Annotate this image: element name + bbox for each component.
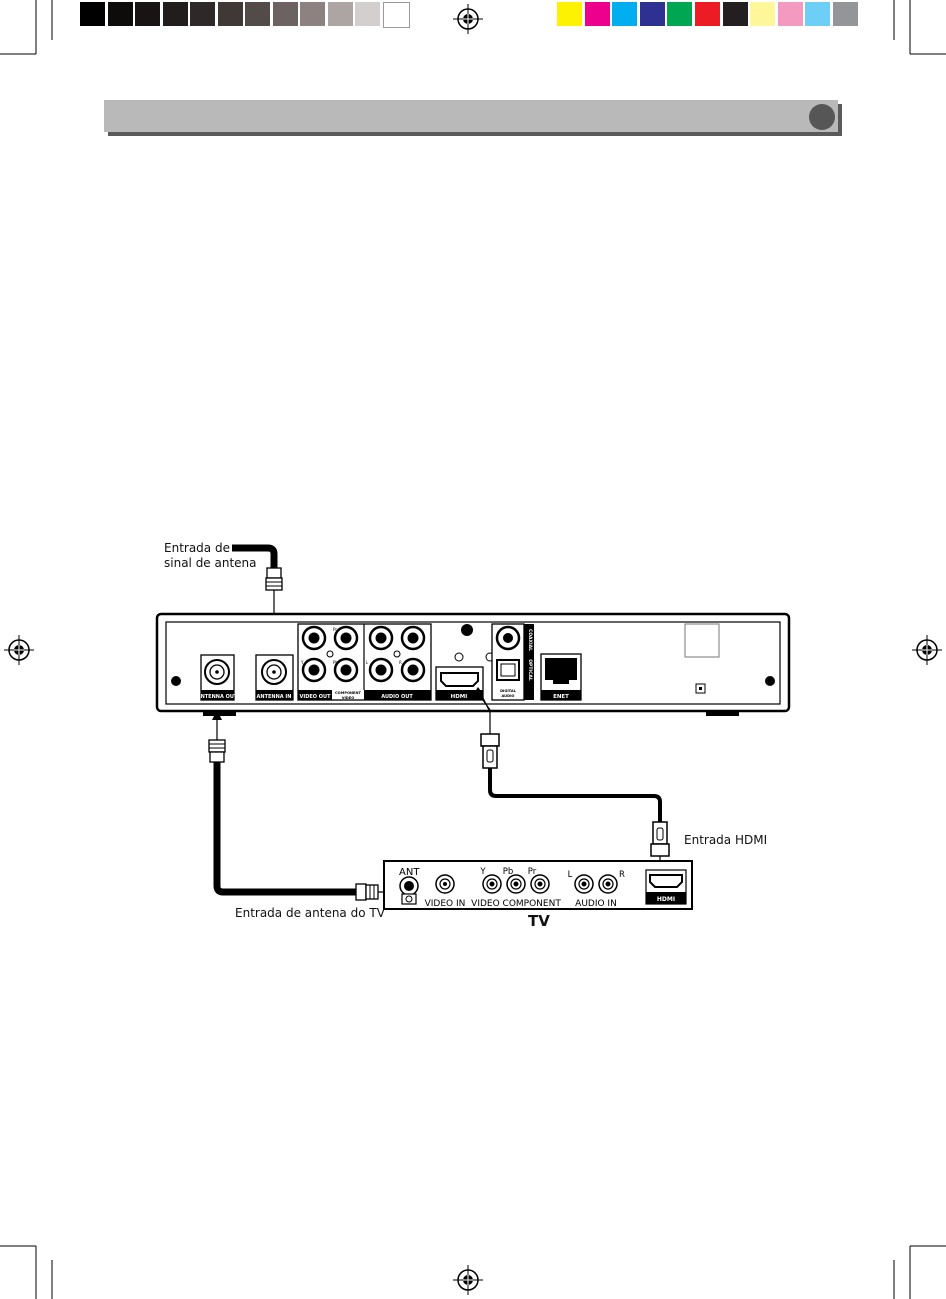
registration-mark-top — [453, 4, 483, 34]
color-swatch — [667, 2, 693, 26]
video-out-label: VIDEO OUT — [299, 694, 331, 700]
tv-video-in-label: VIDEO IN — [425, 899, 466, 909]
color-swatch — [777, 2, 803, 26]
tv-video-component-label: VIDEO COMPONENT — [471, 899, 561, 909]
tv-y-label: Y — [479, 867, 486, 877]
gray-swatch — [245, 2, 270, 26]
gray-swatch — [300, 2, 325, 26]
tv-pr-label: Pr — [528, 867, 537, 877]
gray-swatch — [272, 2, 298, 26]
registration-mark-bottom — [453, 1265, 483, 1295]
tv-ant-label: ANT — [399, 867, 420, 878]
digital-audio-label-2: AUDIO — [502, 694, 515, 698]
coaxial-label: COAXIAL — [527, 629, 533, 651]
color-swatch — [750, 2, 776, 26]
gray-swatch — [382, 2, 410, 28]
component-video-label-1: COMPONENT — [335, 691, 361, 695]
color-swatch — [695, 2, 720, 26]
color-swatch — [557, 2, 582, 26]
antenna-out-label: ANTENNA OUT — [197, 694, 238, 700]
l-mark: L — [366, 660, 369, 665]
tv-antenna-cable — [208, 710, 398, 901]
gray-swatch — [217, 2, 243, 26]
color-swatch — [805, 2, 831, 26]
registration-mark-left — [4, 635, 34, 665]
gray-swatch — [80, 2, 105, 26]
tv-audio-in-label: AUDIO IN — [575, 899, 617, 909]
registration-mark-right — [912, 635, 942, 665]
pb-mark: Pb — [333, 660, 338, 665]
antenna-in-label: ANTENNA IN — [257, 694, 292, 700]
color-swatch — [584, 2, 610, 26]
tv-l-label: L — [568, 870, 573, 880]
hdmi-cable — [474, 687, 670, 870]
tv-rear-panel: ANT VIDEO IN Y Pb Pr VIDEO COMPONENT L R — [383, 860, 693, 910]
section-header-bar — [104, 100, 838, 132]
component-video-label-2: VIDEO — [342, 696, 355, 700]
y-mark: Y — [300, 660, 304, 665]
audio-out-label: AUDIO OUT — [381, 694, 413, 700]
color-swatch — [722, 2, 748, 26]
enet-label: ENET — [553, 694, 569, 700]
antenna-source-label-2: sinal de antena — [164, 556, 257, 570]
section-header-circle — [809, 104, 835, 130]
color-swatch — [833, 2, 858, 26]
hdmi-input-label: Entrada HDMI — [684, 833, 768, 847]
tv-r-label: R — [619, 870, 625, 880]
tv-hdmi-label: HDMI — [657, 896, 675, 903]
tv-pb-label: Pb — [503, 867, 514, 877]
gray-swatch — [162, 2, 188, 26]
color-swatch — [639, 2, 665, 26]
gray-swatch — [355, 2, 380, 26]
gray-swatch — [135, 2, 160, 26]
tv-antenna-input-label: Entrada de antena do TV — [235, 906, 385, 920]
tv-title: TV — [528, 912, 550, 930]
pr-mark: Pr — [333, 627, 337, 632]
color-swatch — [612, 2, 638, 26]
digital-audio-label-1: DIGITAL — [500, 689, 517, 693]
gray-swatch — [190, 2, 215, 26]
gray-swatch — [107, 2, 133, 26]
receiver-rear-panel: ANTENNA OUT ANTENNA IN — [155, 612, 791, 716]
receiver-hdmi-label: HDMI — [451, 694, 468, 700]
antenna-source-label-1: Entrada de — [164, 541, 230, 555]
r-mark: R — [399, 660, 402, 665]
optical-label: OPTICAL — [527, 659, 533, 681]
gray-swatch — [327, 2, 353, 26]
